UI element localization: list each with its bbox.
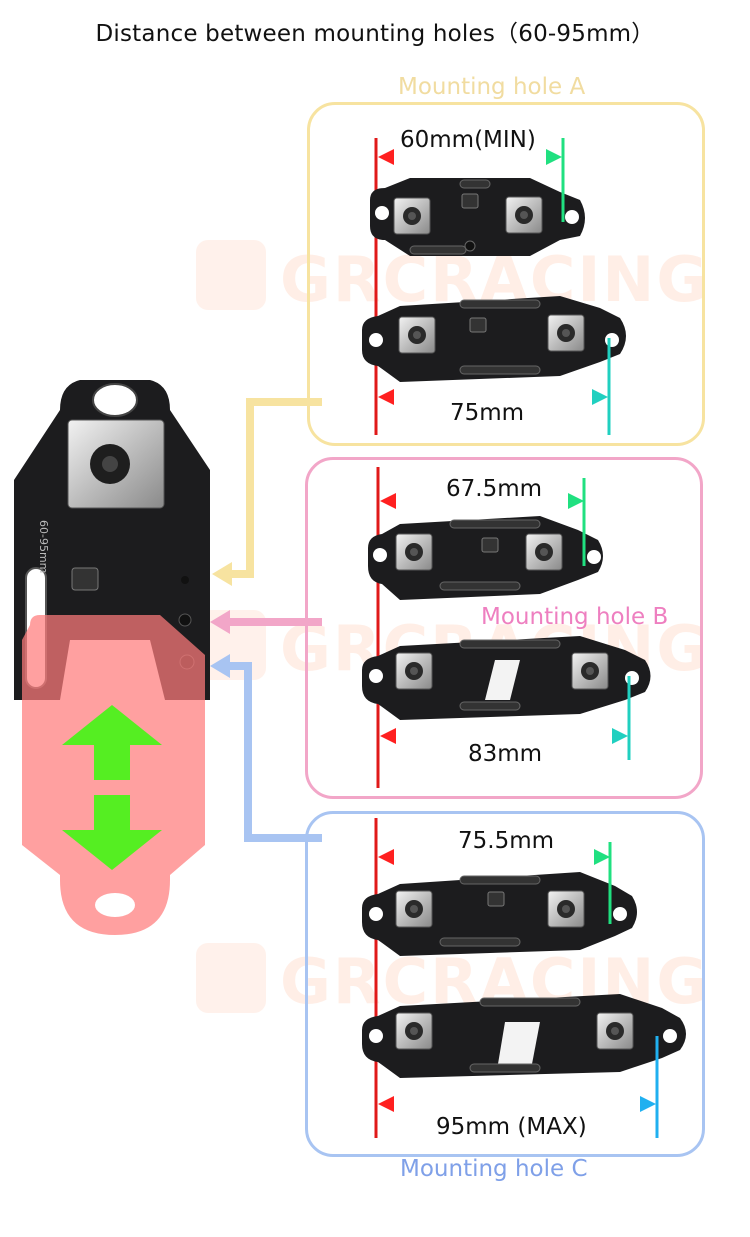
part-a-min xyxy=(370,178,585,256)
part-a-max xyxy=(362,296,626,382)
part-c-95 xyxy=(362,994,686,1078)
dim-arrow-c-top xyxy=(378,842,612,924)
dim-arrow-c-bottom xyxy=(378,1036,659,1138)
connector-a xyxy=(212,398,322,586)
bracket-marking: 60-95mm xyxy=(37,520,50,573)
label-mounting-hole-a: Mounting hole A xyxy=(398,74,586,100)
dim-arrow-a-top xyxy=(378,138,565,222)
label-mounting-hole-c: Mounting hole C xyxy=(400,1156,588,1182)
connector-b xyxy=(210,610,322,634)
dim-label-a-bottom: 75mm xyxy=(450,400,525,426)
dim-label-c-top: 75.5mm xyxy=(458,828,555,854)
dim-arrow-b-top xyxy=(380,478,586,566)
dim-arrow-b-bottom xyxy=(380,676,631,760)
panel-mounting-hole-c xyxy=(305,811,705,1157)
connector-c xyxy=(210,654,322,842)
dim-label-b-bottom: 83mm xyxy=(468,741,543,767)
dim-label-b-top: 67.5mm xyxy=(446,476,543,502)
part-b-83 xyxy=(362,636,651,720)
watermark-logo xyxy=(196,240,266,310)
part-b-67 xyxy=(368,516,603,600)
page-title: Distance between mounting holes（60-95mm） xyxy=(95,21,655,47)
dim-arrow-a-bottom xyxy=(378,338,611,435)
dim-label-c-bottom: 95mm (MAX) xyxy=(436,1114,587,1140)
dim-label-a-top: 60mm(MIN) xyxy=(400,127,536,153)
panel-mounting-hole-a xyxy=(307,102,705,446)
adjust-arrow-icon xyxy=(62,705,162,870)
part-c-75 xyxy=(362,872,637,956)
watermark-logo xyxy=(196,943,266,1013)
label-mounting-hole-b: Mounting hole B xyxy=(481,604,669,630)
panel-mounting-hole-b xyxy=(305,457,703,799)
